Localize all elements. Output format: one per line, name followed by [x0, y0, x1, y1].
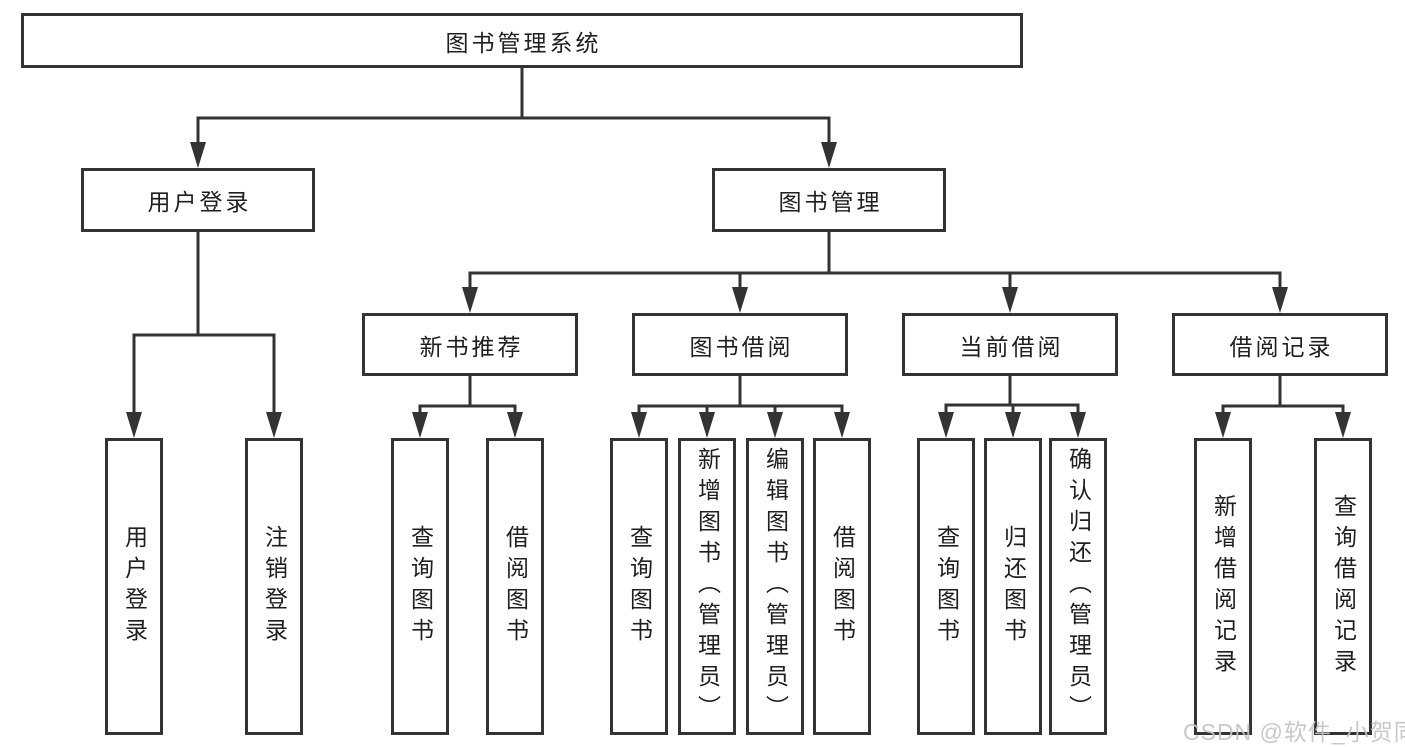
node-label: 注销登录 [261, 524, 288, 649]
node-book-management: 图书管理 [712, 168, 946, 232]
node-label: 当前借阅 [959, 333, 1064, 360]
leaf-query-borrow-record: 查询借阅记录 [1314, 438, 1372, 735]
node-label: 借阅图书 [829, 524, 856, 649]
node-label: 归还图书 [1000, 524, 1027, 649]
leaf-add-borrow-record: 新增借阅记录 [1194, 438, 1252, 735]
csdn-watermark: CSDN @软件_小贺同学 [1183, 719, 1405, 745]
node-current-borrowing: 当前借阅 [902, 313, 1118, 376]
leaf-query-books-borrow: 查询图书 [610, 438, 668, 735]
leaf-confirm-return-admin: 确认归还（管理员） [1049, 438, 1107, 735]
leaf-edit-book-admin: 编辑图书（管理员） [746, 438, 804, 735]
node-root-library-system: 图书管理系统 [21, 13, 1023, 68]
node-user-login: 用户登录 [81, 168, 315, 232]
leaf-query-books-current: 查询图书 [917, 438, 975, 735]
node-label: 用户登录 [147, 189, 252, 215]
leaf-return-book: 归还图书 [984, 438, 1042, 735]
node-label: 新书推荐 [419, 333, 524, 360]
node-label: 查询图书 [933, 524, 960, 649]
node-label: 编辑图书（管理员） [762, 447, 789, 726]
node-label: 图书管理 [778, 189, 883, 215]
leaf-borrow-books-recommend: 借阅图书 [486, 438, 544, 735]
node-label: 图书管理系统 [445, 29, 602, 56]
node-new-book-recommend: 新书推荐 [362, 313, 578, 376]
node-label: 新增图书（管理员） [694, 447, 721, 726]
leaf-logout: 注销登录 [245, 438, 303, 735]
node-book-borrowing: 图书借阅 [632, 313, 848, 376]
leaf-add-book-admin: 新增图书（管理员） [678, 438, 736, 735]
node-borrowing-records: 借阅记录 [1172, 313, 1388, 376]
leaf-query-books-recommend: 查询图书 [391, 438, 449, 735]
node-label: 查询借阅记录 [1330, 493, 1357, 680]
node-label: 新增借阅记录 [1210, 493, 1237, 680]
leaf-user-login: 用户登录 [105, 438, 163, 735]
node-label: 图书借阅 [689, 333, 794, 360]
leaf-borrow-books-borrow: 借阅图书 [813, 438, 871, 735]
node-label: 查询图书 [626, 524, 653, 649]
node-label: 查询图书 [407, 524, 434, 649]
node-label: 确认归还（管理员） [1065, 447, 1092, 726]
node-label: 借阅记录 [1229, 333, 1334, 360]
node-label: 借阅图书 [502, 524, 529, 649]
node-label: 用户登录 [121, 524, 148, 649]
